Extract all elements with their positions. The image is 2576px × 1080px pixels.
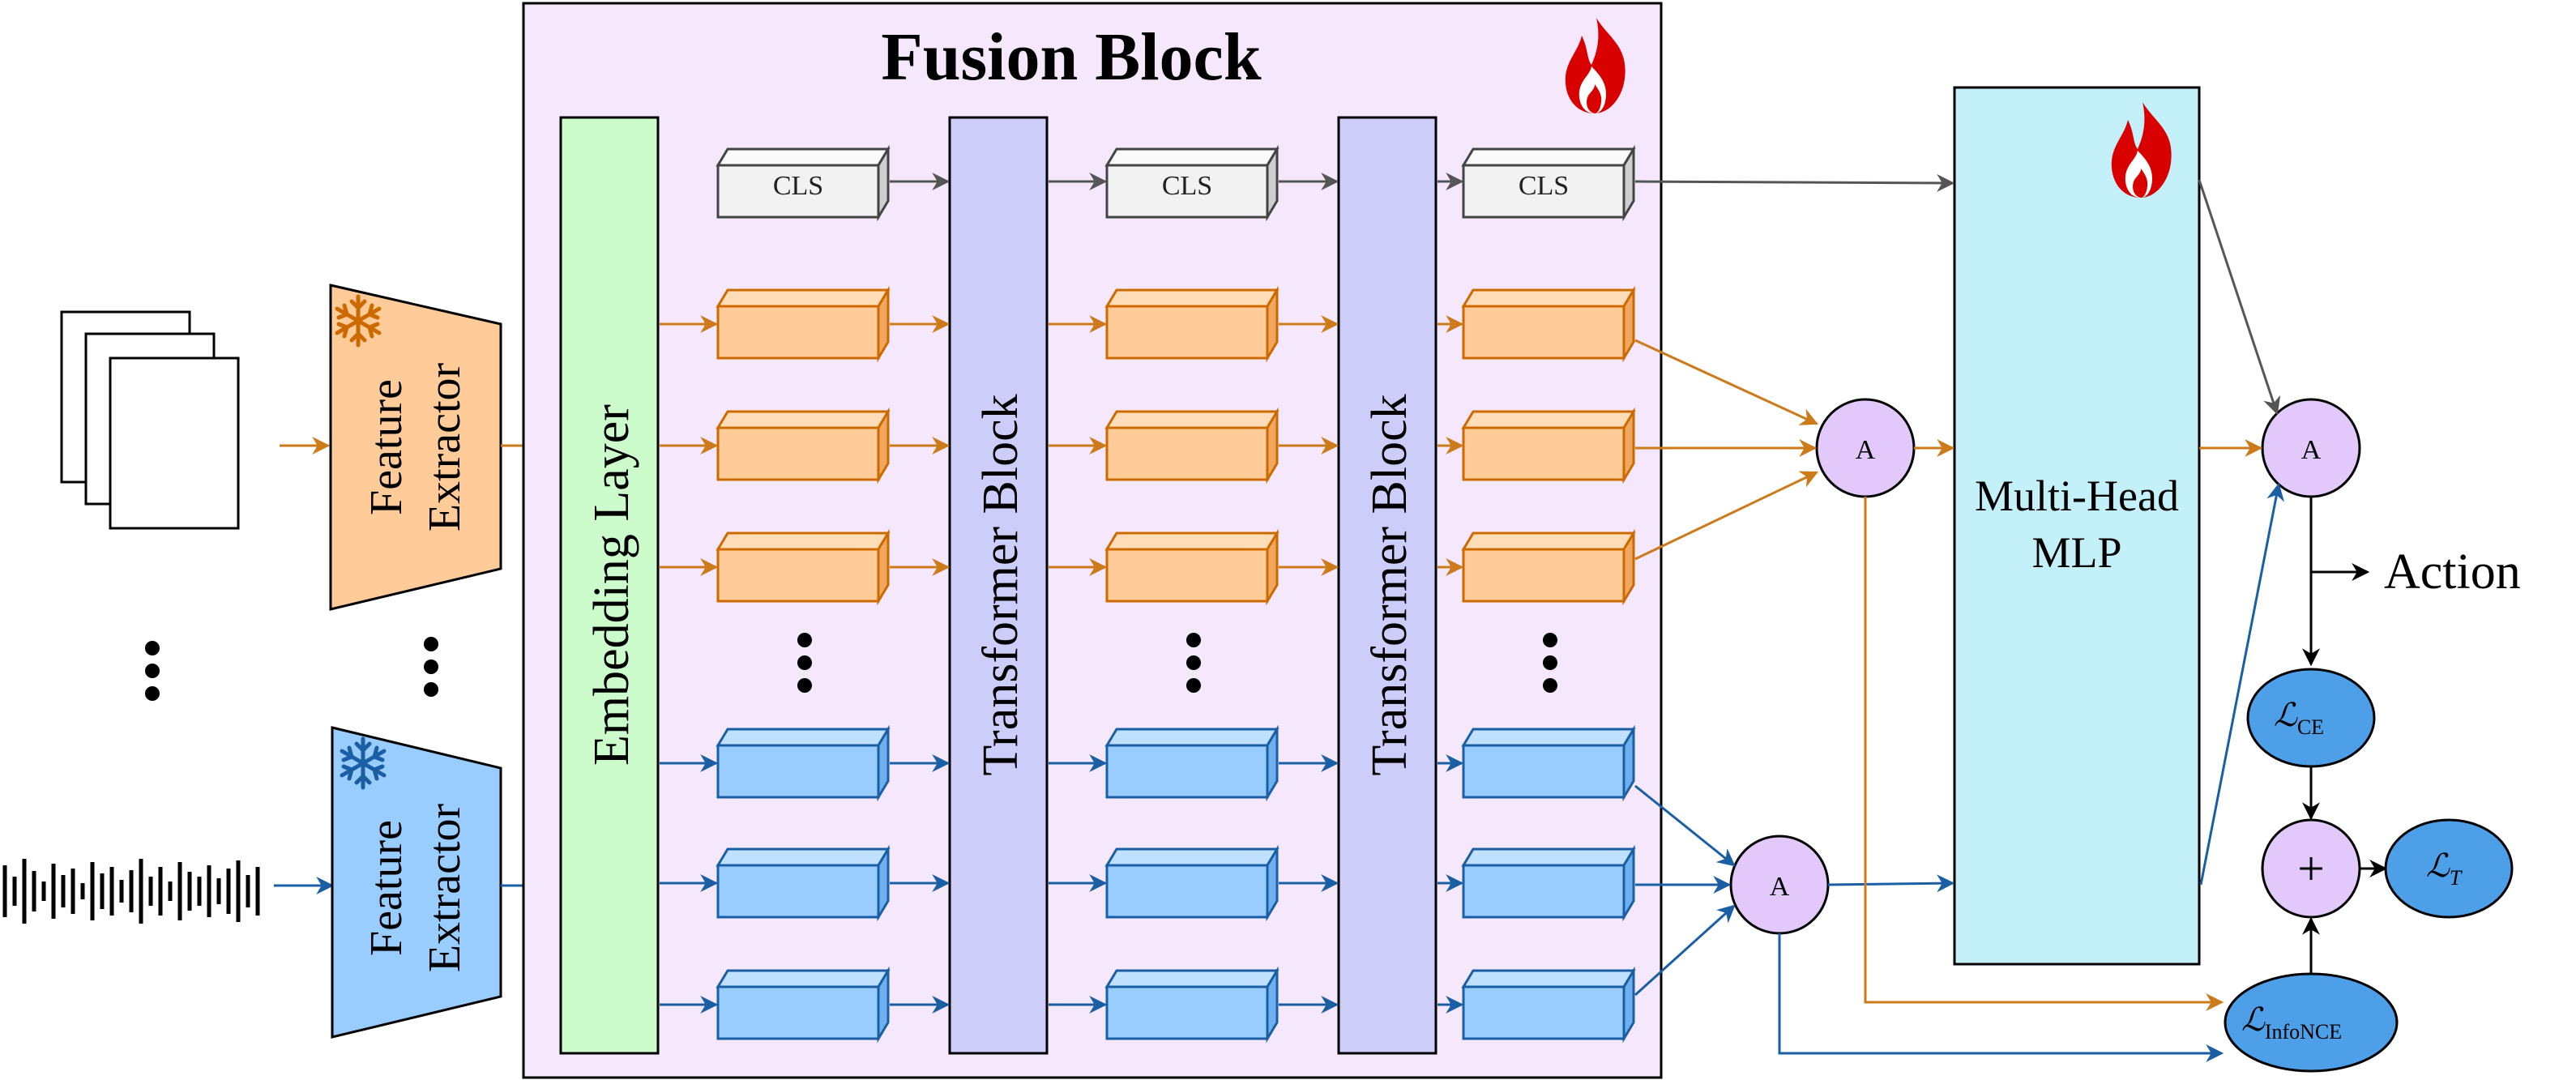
arrow-cls-to-mlp	[1634, 173, 1955, 192]
arrow-to-infonce	[1778, 933, 2224, 1062]
feature-extractor-label: Extractor	[420, 362, 470, 531]
cls-token-label: CLS	[1162, 171, 1212, 201]
embedding-layer	[559, 116, 660, 1055]
loss-ce-label: ℒCE	[2274, 697, 2324, 739]
visual-token	[1105, 531, 1279, 603]
visual-token	[1462, 288, 1635, 360]
audio-token	[1462, 728, 1635, 799]
arrow	[2198, 179, 2281, 416]
mlp-label: MLP	[2031, 528, 2121, 577]
audio-token	[716, 847, 890, 919]
fusion-block-title: Fusion Block	[881, 19, 1261, 95]
visual-token	[716, 531, 890, 603]
ellipsis-icon	[797, 633, 812, 693]
ellipsis-icon	[424, 637, 438, 697]
audio-token	[1105, 847, 1279, 919]
transformer-block-2	[1337, 116, 1438, 1055]
loss-total-label: ℒT	[2426, 847, 2463, 890]
transformer-block-label: Transformer Block	[973, 394, 1028, 775]
arrow	[1827, 874, 1955, 893]
arrow	[2199, 482, 2285, 886]
embedding-layer-label: Embedding Layer	[584, 404, 639, 766]
feature-extractor-label: Feature	[361, 820, 412, 956]
ellipsis-icon	[1186, 633, 1201, 693]
fusion-arrows	[660, 173, 1464, 1014]
feature-extractor-label: Feature	[361, 379, 412, 515]
transformer-block-label: Transformer Block	[1362, 394, 1417, 775]
arrow-to-infonce	[1864, 497, 2224, 1011]
aggregation-arrows	[1634, 339, 1818, 997]
aggregation-label: A	[2301, 435, 2322, 465]
cls-token-label: CLS	[773, 171, 823, 201]
sum-label: +	[2297, 842, 2325, 895]
audio-token	[1105, 728, 1279, 799]
audio-token	[716, 728, 890, 799]
transformer-block-1	[948, 116, 1049, 1055]
ellipsis-icon	[145, 641, 160, 701]
visual-token	[716, 410, 890, 481]
loss-total-node	[2384, 818, 2514, 919]
arrow-to-action	[2309, 497, 2370, 581]
aggregation-label: A	[1770, 872, 1790, 902]
audio-token	[1462, 847, 1635, 919]
audio-token	[716, 969, 890, 1040]
ellipsis-icon	[1543, 633, 1557, 693]
audio-waveform-icon	[2, 859, 260, 924]
visual-token	[1105, 288, 1279, 360]
aggregation-label: A	[1856, 435, 1876, 465]
audio-token	[1462, 969, 1635, 1040]
visual-feature-extractor: Feature Extractor	[329, 284, 502, 611]
mlp-label: Multi-Head	[1975, 472, 2179, 520]
audio-feature-extractor: Feature Extractor	[331, 726, 502, 1039]
visual-token	[1462, 531, 1635, 603]
loss-infonce-label: ℒInfoNCE	[2241, 1001, 2342, 1044]
visual-token	[1105, 410, 1279, 481]
cls-token-label: CLS	[1519, 171, 1569, 201]
visual-token	[1462, 410, 1635, 481]
action-label: Action	[2384, 544, 2521, 600]
audio-token	[1105, 969, 1279, 1040]
feature-extractor-label: Extractor	[420, 803, 470, 972]
multi-head-mlp	[1953, 86, 2201, 966]
visual-input-icon	[60, 310, 240, 530]
visual-token	[716, 288, 890, 360]
